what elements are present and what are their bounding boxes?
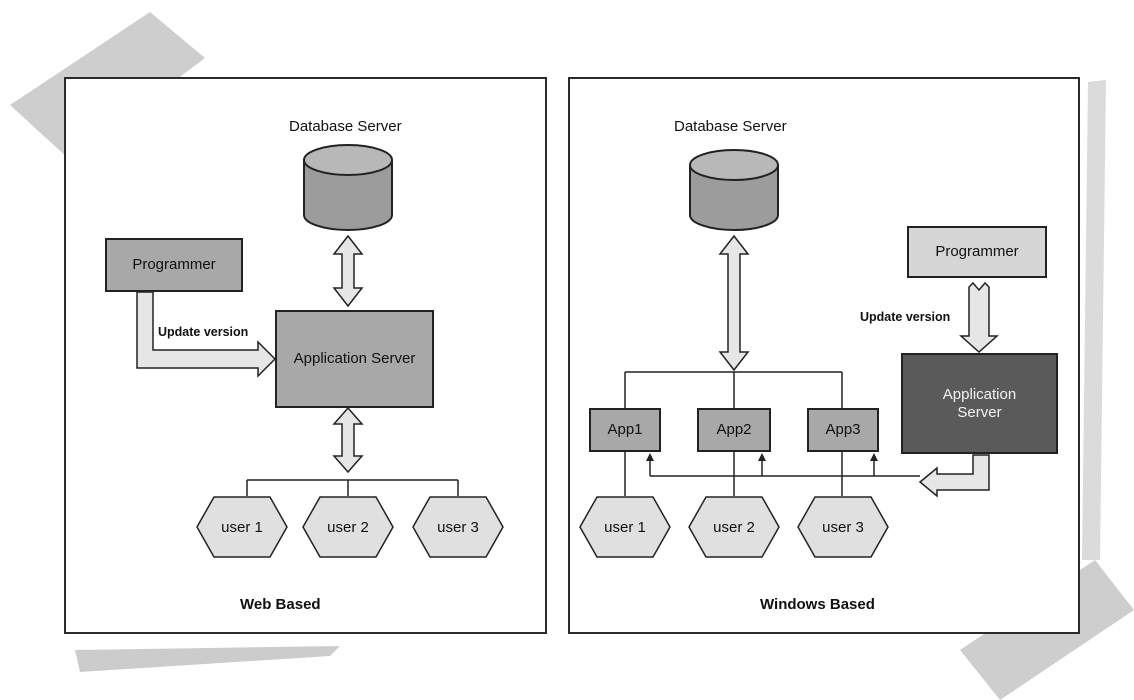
win-user-2-label: user 2 xyxy=(713,518,755,536)
win-app3-box: App3 xyxy=(807,408,879,452)
win-user-3: user 3 xyxy=(797,496,889,558)
win-db-label: Database Server xyxy=(674,118,787,135)
win-user-2: user 2 xyxy=(688,496,780,558)
win-caption: Windows Based xyxy=(760,596,875,613)
web-caption: Web Based xyxy=(240,596,321,613)
web-user-1: user 1 xyxy=(196,496,288,558)
web-update-label: Update version xyxy=(158,325,249,339)
win-app2-box: App2 xyxy=(697,408,771,452)
web-user-1-label: user 1 xyxy=(221,518,263,536)
win-app1-box: App1 xyxy=(589,408,661,452)
web-user-2-label: user 2 xyxy=(327,518,369,536)
web-db-label: Database Server xyxy=(289,118,402,135)
web-user-3-label: user 3 xyxy=(437,518,479,536)
win-user-3-label: user 3 xyxy=(822,518,864,536)
web-user-2: user 2 xyxy=(302,496,394,558)
win-app-server-box: Application Server xyxy=(901,353,1058,454)
win-user-1-label: user 1 xyxy=(604,518,646,536)
win-update-label: Update version xyxy=(860,310,951,324)
web-app-server-box: Application Server xyxy=(275,310,434,408)
web-programmer-box: Programmer xyxy=(105,238,243,292)
win-user-1: user 1 xyxy=(579,496,671,558)
web-user-3: user 3 xyxy=(412,496,504,558)
win-programmer-box: Programmer xyxy=(907,226,1047,278)
